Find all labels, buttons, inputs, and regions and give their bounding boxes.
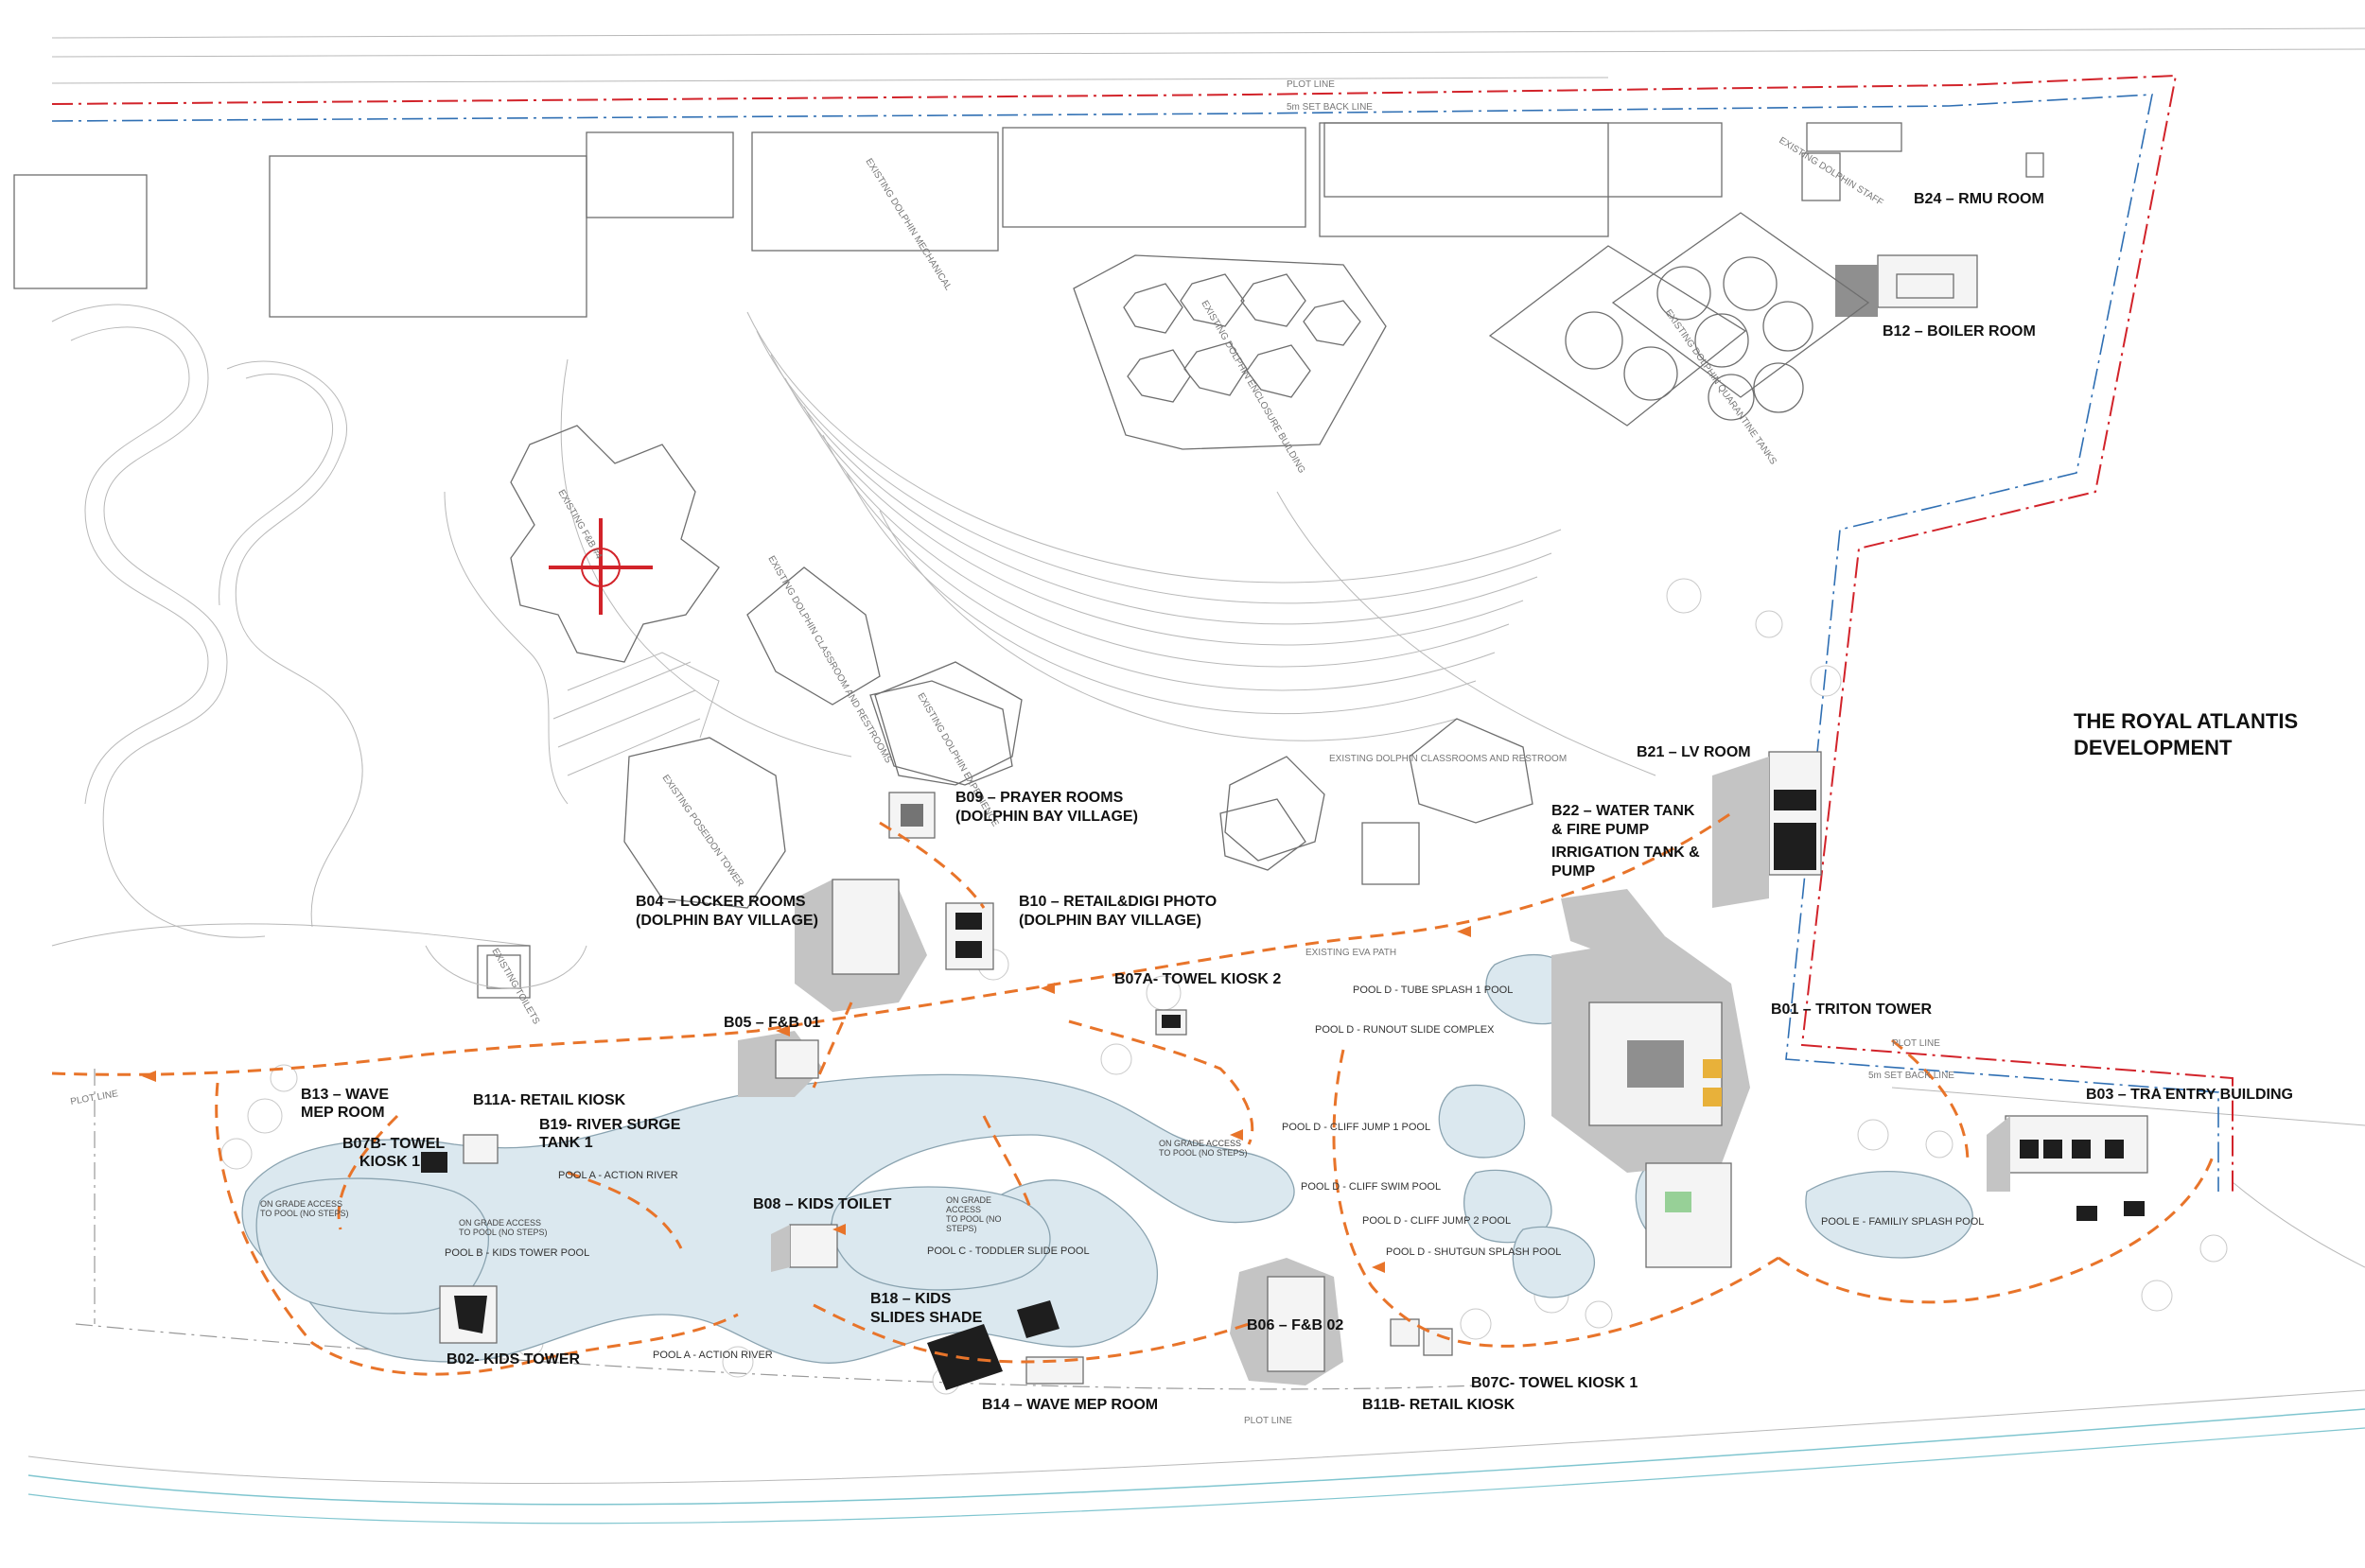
existing-label: EXISTING DOLPHIN ENCLOSURE BUILDING [1199,299,1306,476]
plot-line-top-label: PLOT LINE [1287,79,1335,90]
building-label-b11b: B11B- RETAIL KIOSK [1362,1397,1515,1413]
existing-label: EXISTING DOLPHIN CLASSROOM AND RESTROOMS [765,554,893,765]
eva-path-label: EXISTING EVA PATH [1305,948,1396,958]
setback-top-label: 5m SET BACK LINE [1287,102,1373,113]
building-label-b07b: B07B- TOWEL KIOSK 1 [342,1136,448,1170]
building-label-b04: B04 – LOCKER ROOMS (DOLPHIN BAY VILLAGE) [636,894,818,929]
pool-label: POOL D - CLIFF SWIM POOL [1301,1181,1441,1193]
pool-label: POOL D - RUNOUT SLIDE COMPLEX [1315,1024,1495,1036]
pool-label: POOL E - FAMILIY SPLASH POOL [1821,1216,1984,1228]
building-label-b12: B12 – BOILER ROOM [1883,323,2036,340]
building-label-b02: B02- KIDS TOWER [447,1351,581,1368]
existing-label: EXISTING DOLPHIN MECHANICAL [863,157,954,293]
pool-label: POOL D - CLIFF JUMP 1 POOL [1282,1122,1430,1133]
building-label-b22: B22 – WATER TANK & FIRE PUMP IRRIGATION … [1551,803,1704,880]
pool-label: POOL A - ACTION RIVER [558,1170,678,1181]
existing-label: EXISTING TOILETS [489,947,541,1026]
setback-right-label: 5m SET BACK LINE [1868,1071,1954,1081]
building-label-b07c: B07C- TOWEL KIOSK 1 [1471,1375,1638,1391]
building-label-b06: B06 – F&B 02 [1247,1317,1343,1333]
pool-label: POOL D - CLIFF JUMP 2 POOL [1362,1215,1511,1227]
existing-label: EXISTING POSEIDON TOWER [660,773,745,889]
development-title: THE ROYAL ATLANTIS DEVELOPMENT [2074,709,2304,759]
existing-buildings-middle [425,566,1533,999]
building-labels: B24 – RMU ROOM B12 – BOILER ROOM B21 – L… [301,191,2293,1413]
building-label-b14: B14 – WAVE MEP ROOM [982,1397,1158,1413]
existing-label: EXISTING DOLPHIN QUARANTINE TANKS [1663,307,1778,466]
building-label-b07a: B07A- TOWEL KIOSK 2 [1114,971,1281,987]
pool-label: POOL C - TODDLER SLIDE POOL [927,1246,1090,1257]
plot-line-right-label: PLOT LINE [1892,1038,1940,1049]
existing-label: EXISTING DOLPHIN CLASSROOMS AND RESTROOM [1329,754,1567,764]
existing-left-landscape [51,304,720,947]
plot-boundary [51,74,2234,1390]
pool-label: POOL B - KIDS TOWER POOL [445,1247,589,1259]
building-label-b13: B13 – WAVE MEP ROOM [301,1087,394,1121]
building-label-b24: B24 – RMU ROOM [1914,191,2044,207]
road-lines [27,27,2365,1524]
building-label-b09: B09 – PRAYER ROOMS (DOLPHIN BAY VILLAGE) [955,790,1138,825]
building-label-b21: B21 – LV ROOM [1637,744,1751,760]
pool-label: POOL D - SHUTGUN SPLASH POOL [1386,1246,1561,1258]
building-label-b11a: B11A- RETAIL KIOSK [473,1092,626,1108]
pool-labels: POOL D - TUBE SPLASH 1 POOL POOL D - RUN… [445,984,1984,1361]
existing-label: EXISTING F&B #4 [555,488,604,562]
pool-label: POOL A - ACTION RIVER [653,1350,773,1361]
building-label-b08: B08 – KIDS TOILET [753,1196,892,1212]
building-label-b03: B03 – TRA ENTRY BUILDING [2086,1087,2293,1103]
circulation-path [51,811,2216,1376]
building-label-b18: B18 – KIDS SLIDES SHADE [870,1291,983,1326]
pool-label: POOL D - TUBE SPLASH 1 POOL [1353,984,1513,996]
plot-line-bottom-label: PLOT LINE [1244,1416,1292,1426]
proposed-buildings [421,751,2148,1390]
building-label-b05: B05 – F&B 01 [724,1015,820,1031]
building-label-b19: B19- RIVER SURGE TANK 1 [539,1117,685,1151]
existing-buildings-top [13,122,2044,776]
existing-label: EXISTING DOLPHIN STAFF [1777,135,1884,208]
building-label-b10: B10 – RETAIL&DIGI PHOTO (DOLPHIN BAY VIL… [1019,894,1221,929]
building-label-b01: B01 – TRITON TOWER [1771,1002,1933,1018]
